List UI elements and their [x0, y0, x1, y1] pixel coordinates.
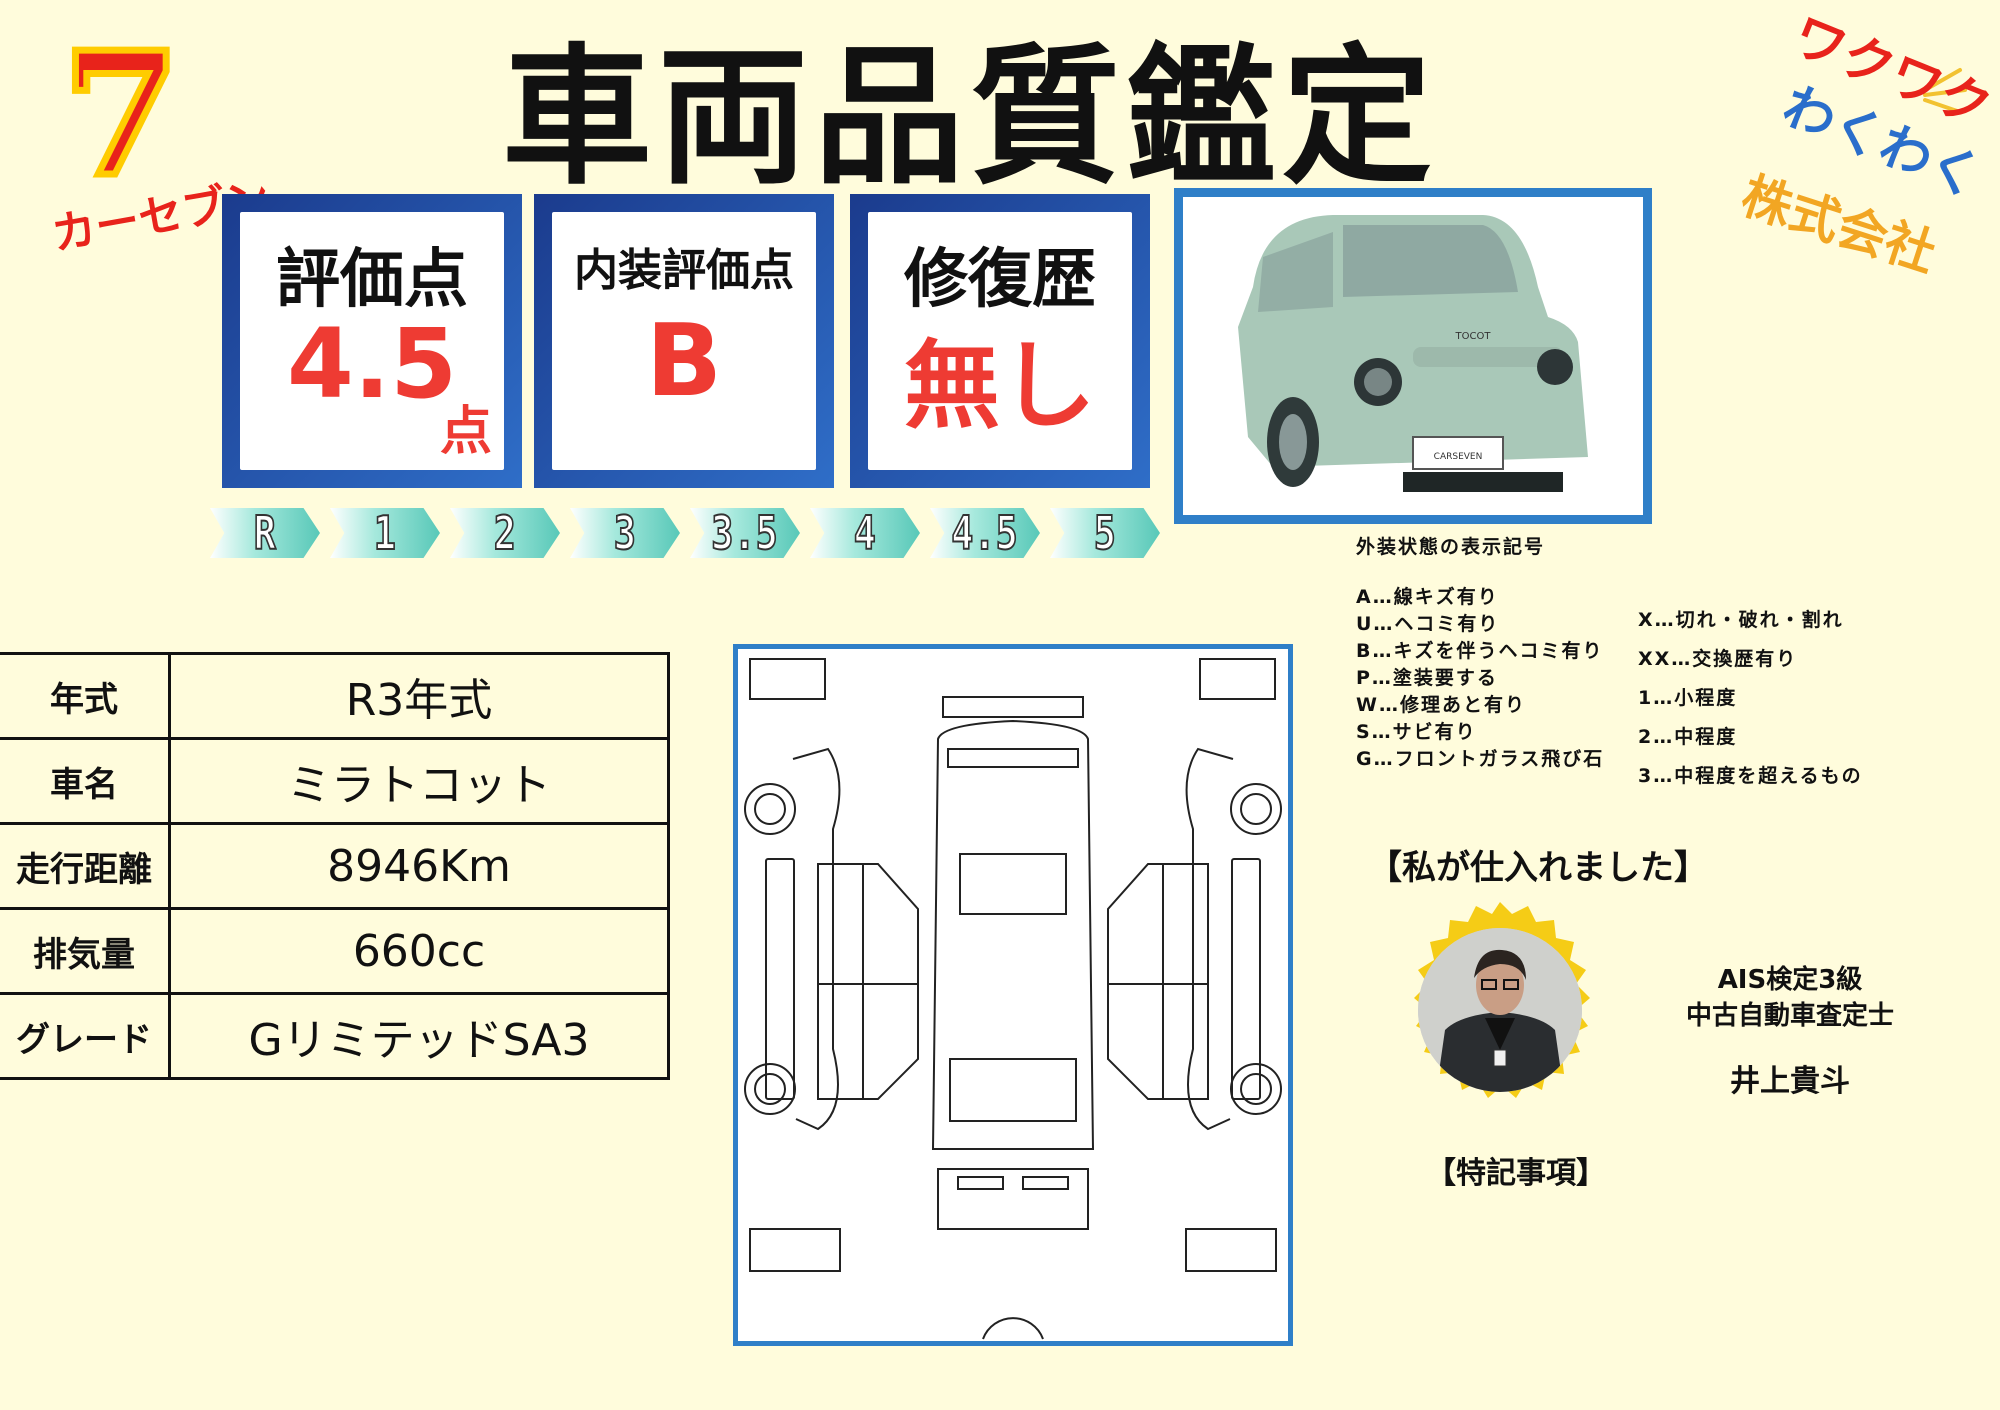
legend-item: XX…交換歴有り — [1638, 648, 1798, 670]
table-row: 排気量 660cc — [0, 907, 670, 995]
spec-key: 年式 — [0, 652, 171, 740]
score-box-overall: 評価点 4.5 点 — [222, 194, 522, 488]
score-value: B — [645, 302, 723, 419]
score-value: 4.5 — [286, 308, 458, 420]
spec-key: 走行距離 — [0, 822, 171, 910]
body-damage-diagram — [733, 644, 1293, 1346]
legend-item: B…キズを伴うヘコミ有り — [1356, 640, 1604, 662]
table-row: 年式 R3年式 — [0, 652, 670, 740]
sparkle-icon — [1923, 68, 1967, 114]
scale-step: 3 — [570, 508, 680, 558]
scale-step: 1 — [330, 508, 440, 558]
legend-list-right: X…切れ・破れ・割れ XX…交換歴有り 1…小程度 2…中程度 3…中程度を超え… — [1638, 601, 1863, 796]
inspector-certification: AIS検定3級 中古自動車査定士 — [1640, 962, 1940, 1034]
score-label: 内装評価点 — [574, 245, 794, 296]
spec-value: GリミテッドSA3 — [169, 992, 670, 1080]
carseven-logo: 7 カーセブン — [48, 15, 274, 261]
grille-badge: TOCOT — [1455, 331, 1492, 342]
spec-value: 8946Km — [169, 822, 670, 910]
avatar — [1390, 900, 1610, 1120]
legend-title: 外装状態の表示記号 — [1356, 536, 1546, 558]
legend-item: 2…中程度 — [1638, 726, 1738, 748]
scale-step: 2 — [450, 508, 560, 558]
table-row: 車名 ミラトコット — [0, 737, 670, 825]
plate-text: CARSEVEN — [1434, 452, 1483, 462]
legend-item: A…線キズ有り — [1356, 586, 1499, 608]
legend-item: S…サビ有り — [1356, 721, 1477, 743]
table-row: グレード GリミテッドSA3 — [0, 992, 670, 1080]
legend-list-left: A…線キズ有り U…ヘコミ有り B…キズを伴うヘコミ有り P…塗装要する W…修… — [1356, 584, 1604, 773]
scale-step: 3.5 — [690, 508, 800, 558]
score-unit: 点 — [439, 402, 492, 462]
score-box-interior: 内装評価点 B — [534, 194, 834, 488]
purchaser-heading: 【私が仕入れました】 — [1368, 848, 1708, 888]
score-value: 無し — [904, 330, 1096, 442]
spec-key: グレード — [0, 992, 171, 1080]
legend-item: U…ヘコミ有り — [1356, 613, 1500, 635]
score-label: 評価点 — [276, 243, 468, 317]
legend-item: 1…小程度 — [1638, 687, 1738, 709]
notes-heading: 【特記事項】 — [1426, 1156, 1606, 1191]
staff-photo — [1414, 902, 1590, 1098]
spec-table: 年式 R3年式 車名 ミラトコット 走行距離 8946Km 排気量 660cc … — [0, 652, 670, 1080]
rating-scale: R 1 2 3 3.5 4 4.5 5 — [210, 508, 1160, 558]
legend-item: 3…中程度を超えるもの — [1638, 765, 1863, 787]
logo-numeral: 7 — [58, 15, 183, 215]
legend-item: G…フロントガラス飛び石 — [1356, 748, 1605, 770]
car-outline-diagram — [744, 658, 1282, 1340]
car-image: CARSEVEN TOCOT — [1183, 197, 1643, 515]
spec-value: ミラトコット — [169, 737, 670, 825]
scale-step: 4.5 — [930, 508, 1040, 558]
spec-value: 660cc — [169, 907, 670, 995]
scale-step: 4 — [810, 508, 920, 558]
inspector-name: 井上貴斗 — [1730, 1064, 1850, 1099]
spec-key: 車名 — [0, 737, 171, 825]
score-box-repair-history: 修復歴 無し — [850, 194, 1150, 488]
table-row: 走行距離 8946Km — [0, 822, 670, 910]
scale-step: R — [210, 508, 320, 558]
scale-step: 5 — [1050, 508, 1160, 558]
company-logo: ワクワク わくわく 株式会社 — [1735, 6, 2000, 283]
spec-key: 排気量 — [0, 907, 171, 995]
cert-line: 中古自動車査定士 — [1685, 1001, 1894, 1031]
legend-item: P…塗装要する — [1356, 667, 1498, 689]
cert-line: AIS検定3級 — [1717, 965, 1863, 995]
legend-item: W…修理あと有り — [1356, 694, 1526, 716]
spec-value: R3年式 — [169, 652, 670, 740]
legend-item: X…切れ・破れ・割れ — [1638, 609, 1844, 631]
score-label: 修復歴 — [904, 243, 1096, 317]
car-photo: CARSEVEN TOCOT — [1174, 188, 1652, 524]
